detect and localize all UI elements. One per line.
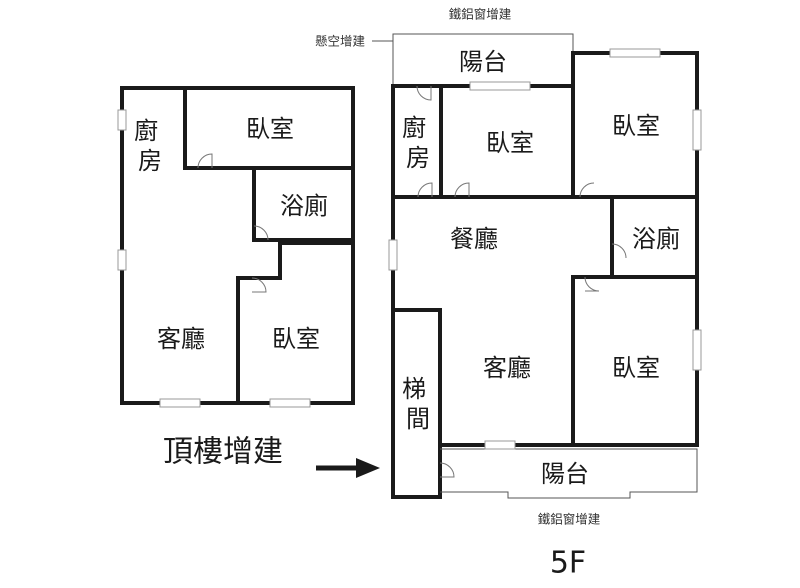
left-window-2 <box>117 249 127 271</box>
left-bedroom-bottom-wall <box>236 241 355 405</box>
balcony-top-label: 陽台 <box>459 48 507 76</box>
left-bedroom-top-wall <box>183 86 355 170</box>
right-bedroom-bottom-right-label: 臥室 <box>612 354 660 382</box>
floor-label: 5F <box>550 546 586 581</box>
right-bathroom-label: 浴廁 <box>632 225 680 253</box>
left-kitchen-label: 廚 房 <box>134 117 166 175</box>
overhang-label: 懸空增建 <box>315 34 366 49</box>
left-window-1 <box>117 109 127 131</box>
vertical-label-char: 房 <box>138 147 162 175</box>
right-door-7 <box>439 462 455 478</box>
right-door-4 <box>579 182 595 198</box>
left-door-1 <box>197 153 213 169</box>
left-window-4 <box>269 398 311 408</box>
right-living-room-label: 客廳 <box>483 354 531 382</box>
left-bedroom-top-label: 臥室 <box>246 115 294 143</box>
right-bedroom-bottom-wall <box>571 275 614 447</box>
right-stairwell-label: 梯 間 <box>402 375 434 433</box>
left-outer-wall <box>120 86 355 405</box>
right-door-6 <box>584 276 600 292</box>
right-outer-wall <box>391 51 699 499</box>
balcony-bottom-label: 陽台 <box>541 460 589 488</box>
right-window-5 <box>692 329 702 371</box>
right-kitchen-label: 廚 房 <box>402 114 434 172</box>
caption-label: 頂樓增建 <box>163 435 283 470</box>
left-bathroom-label: 浴廁 <box>280 192 328 220</box>
right-kitchen-text: 廚 <box>402 114 426 142</box>
right-window-1 <box>469 81 531 91</box>
left-bathroom-wall <box>252 166 355 242</box>
balcony-bottom-frame <box>440 448 698 499</box>
right-window-4 <box>692 109 702 151</box>
right-dining-label: 餐廳 <box>450 225 498 253</box>
left-plan: 廚 房 臥室 浴廁 客廳 臥室 <box>117 86 355 408</box>
right-bedroom-top-right-label: 臥室 <box>612 112 660 140</box>
arrow-icon <box>316 458 380 478</box>
left-door-2 <box>253 225 269 241</box>
right-window-2 <box>609 48 661 58</box>
right-bedroom-middle-label: 臥室 <box>486 129 534 157</box>
ironwindow-top-label: 鐵鋁窗增建 <box>449 7 512 22</box>
left-living-room-label: 客廳 <box>157 325 205 353</box>
right-window-6 <box>484 440 516 450</box>
vertical-label-char: 間 <box>406 405 430 433</box>
right-plan: 鐵鋁窗增建 懸空增建 陽台 <box>315 7 702 527</box>
right-door-2 <box>417 182 433 198</box>
right-stairwell-text: 梯 <box>402 375 426 403</box>
left-kitchen-text: 廚 <box>134 117 158 145</box>
vertical-label-char: 房 <box>406 144 430 172</box>
right-door-3 <box>454 182 470 198</box>
left-door-3 <box>251 277 267 293</box>
ironwindow-bottom-label: 鐵鋁窗增建 <box>538 512 601 527</box>
right-stairwell-wall <box>391 308 442 499</box>
right-door-1 <box>416 85 432 101</box>
right-door-5 <box>611 243 627 259</box>
left-bedroom-bottom-label: 臥室 <box>272 325 320 353</box>
right-window-3 <box>388 239 398 271</box>
left-window-3 <box>159 398 201 408</box>
